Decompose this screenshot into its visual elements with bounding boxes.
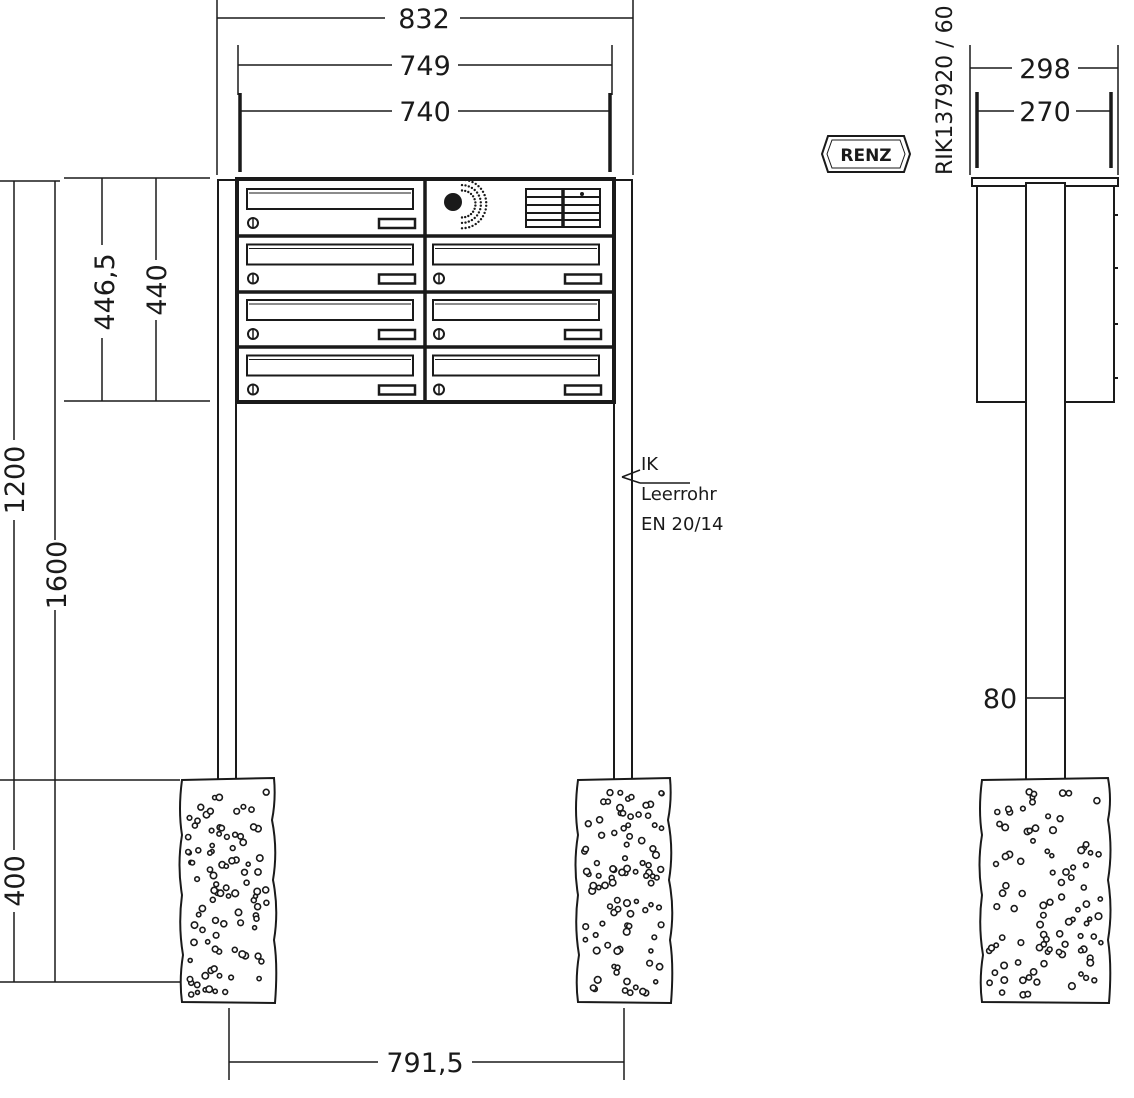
name-plate <box>377 328 417 341</box>
front-view: 832 749 740 446,5 44 <box>0 0 723 1080</box>
side-view: 298 270 80 <box>969 45 1119 1005</box>
label-832: 832 <box>398 4 450 35</box>
label-270: 270 <box>1019 97 1071 128</box>
note-ik: IK <box>641 454 659 475</box>
model-code: RIK137920 / 60 <box>933 5 958 175</box>
label-440: 440 <box>142 264 173 316</box>
post-right <box>613 179 633 791</box>
label-298: 298 <box>1019 54 1071 85</box>
mailbox-door <box>432 354 603 396</box>
mailbox-door <box>432 243 603 285</box>
logo-text: RENZ <box>840 146 891 166</box>
dim-post-spacing: 791,5 <box>228 1008 625 1080</box>
name-plate <box>377 384 417 396</box>
name-plate <box>563 273 603 285</box>
intercom-module <box>444 178 601 230</box>
side-foundation <box>978 776 1112 1005</box>
mailbox-door <box>432 299 603 341</box>
posts <box>217 179 633 791</box>
label-749: 749 <box>399 51 451 82</box>
name-plate <box>563 328 603 341</box>
dim-height-box: 440 <box>142 178 173 401</box>
dim-height-box-roof: 446,5 <box>64 177 210 402</box>
side-post <box>1025 182 1066 791</box>
note-leerrohr: Leerrohr <box>641 484 717 505</box>
label-791-5: 791,5 <box>386 1048 463 1079</box>
label-1600: 1600 <box>42 541 73 610</box>
label-740: 740 <box>399 97 451 128</box>
dim-width-roof: 749 <box>237 45 613 95</box>
dim-depth-box: 270 <box>975 92 1113 168</box>
foundation-left <box>178 776 278 1005</box>
conduit-note: IK Leerrohr EN 20/14 <box>621 454 723 535</box>
speaker-icon <box>444 193 462 211</box>
label-446-5: 446,5 <box>90 253 121 330</box>
concrete-texture <box>985 788 1104 999</box>
dim-width-overall: 832 <box>216 0 634 175</box>
mailbox-unit <box>235 177 616 404</box>
label-80: 80 <box>983 684 1017 715</box>
dim-height-total: 1600 <box>42 181 73 982</box>
name-plate <box>377 217 417 230</box>
concrete-texture <box>184 788 270 998</box>
mailbox-doors <box>246 188 603 396</box>
dim-width-box: 740 <box>238 93 612 172</box>
label-400: 400 <box>0 855 31 907</box>
post-left <box>217 179 237 791</box>
name-plate <box>563 384 603 396</box>
name-plate <box>377 273 417 285</box>
mailbox-door <box>246 354 417 396</box>
dim-height-to-box-bottom: 1200 <box>0 180 60 800</box>
mailbox-door <box>246 299 417 341</box>
mailbox-door <box>246 188 417 230</box>
dim-height-foundation: 400 <box>0 779 180 983</box>
mailbox-door <box>246 243 417 285</box>
speaker-grille <box>460 178 488 230</box>
renz-logo: RENZ <box>820 135 912 173</box>
foundation-right <box>574 776 674 1005</box>
dim-post-size: 80 <box>983 684 1065 715</box>
concrete-texture <box>580 788 665 997</box>
label-1200: 1200 <box>0 446 31 515</box>
camera-icon <box>580 192 584 196</box>
note-en: EN 20/14 <box>641 514 723 535</box>
dim-depth-roof: 298 <box>969 45 1119 175</box>
